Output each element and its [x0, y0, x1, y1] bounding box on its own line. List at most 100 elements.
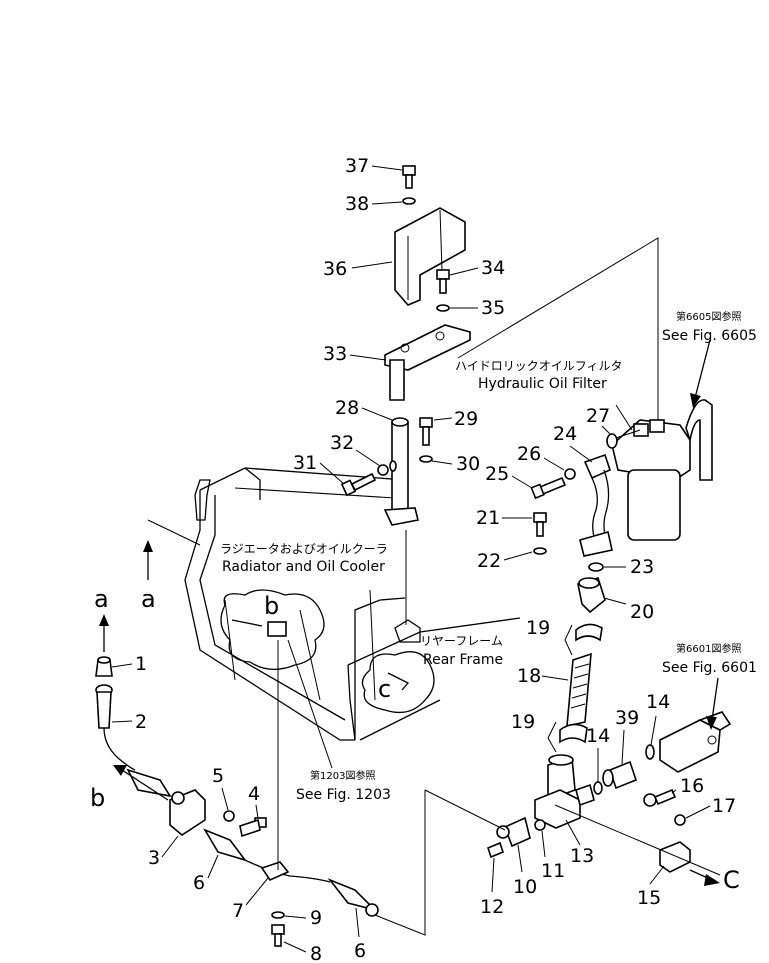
- connection-b-circle: b: [264, 592, 279, 620]
- part-label: 36: [323, 258, 347, 280]
- block-13: [534, 754, 581, 829]
- part-label: 16: [680, 775, 704, 797]
- bolt-21: [533, 512, 547, 537]
- oring-23: [588, 562, 604, 572]
- hydraulic-oil-filter: [611, 399, 713, 541]
- part-label: 37: [345, 155, 369, 177]
- part-label: 25: [485, 463, 509, 485]
- elbow-20: [577, 577, 606, 614]
- connection-b-left: b: [90, 784, 105, 812]
- part-label: 17: [712, 795, 736, 817]
- fitting-14-right: [575, 781, 603, 807]
- bolt-25: [530, 476, 567, 500]
- part-label: 18: [517, 665, 541, 687]
- part-label: 34: [481, 257, 505, 279]
- part-number-labels: 1 2 3 4 5 6 6 7 8 9 10 11 12 13 14 14 15…: [111, 155, 736, 963]
- pipe-28: [383, 417, 419, 526]
- part-label: 1: [135, 653, 147, 675]
- part-label: 2: [135, 711, 147, 733]
- part-label: 11: [541, 860, 565, 882]
- oring-14: [645, 744, 655, 760]
- fitting-39: [602, 760, 637, 790]
- arrows: [99, 339, 720, 886]
- fig-6601-ref-en: See Fig. 6601: [662, 660, 757, 676]
- hose-2: [95, 684, 136, 771]
- bracket-15: [659, 841, 691, 873]
- rear-frame-label-en: Rear Frame: [423, 652, 503, 668]
- bolt-4: [239, 817, 267, 838]
- part-label: 14: [586, 725, 610, 747]
- connection-c-circle: c: [378, 675, 391, 703]
- fig-1203-ref-en: See Fig. 1203: [296, 787, 391, 803]
- part-label: 22: [477, 550, 501, 572]
- valve-6601: [659, 711, 732, 773]
- part-label: 30: [456, 453, 480, 475]
- fig-6605-ref-en: See Fig. 6605: [662, 328, 757, 344]
- hose-6-right: [327, 878, 379, 917]
- plug-12: [487, 841, 504, 859]
- part-label: 13: [570, 845, 594, 867]
- radiator-label-jp: ラジエータおよびオイルクーラ: [220, 542, 388, 556]
- bolt-16: [643, 788, 677, 807]
- part-label: 19: [511, 711, 535, 733]
- rear-frame: [347, 617, 521, 741]
- fig-1203-ref-jp: 第1203図参照: [310, 769, 375, 782]
- washer-30: [419, 455, 433, 463]
- part-label: 6: [354, 940, 366, 962]
- oring-11: [534, 819, 546, 831]
- hose-end-2: [126, 768, 172, 798]
- fitting-1: [95, 656, 113, 677]
- connection-a-left: a: [141, 585, 156, 613]
- part-label: 21: [476, 507, 500, 529]
- bolt-29: [419, 417, 433, 446]
- clamp-19-upper: [575, 623, 603, 642]
- washer-38: [402, 197, 416, 205]
- part-label: 3: [148, 847, 160, 869]
- connection-c-right: C: [723, 866, 740, 894]
- rear-frame-label-jp: リヤーフレーム: [420, 634, 503, 648]
- fitting-10: [496, 816, 531, 848]
- part-label: 26: [517, 443, 541, 465]
- hose-6-left: [203, 828, 331, 883]
- part-label: 6: [193, 872, 205, 894]
- hose-24: [579, 453, 613, 557]
- washer-35: [436, 304, 450, 312]
- part-label: 7: [232, 900, 244, 922]
- fig-6605-ref-jp: 第6605図参照: [676, 310, 741, 323]
- part-label: 33: [323, 343, 347, 365]
- bolt-37: [402, 165, 416, 189]
- part-label: 10: [513, 876, 537, 898]
- nut-32: [377, 464, 389, 476]
- fig-6601-ref-jp: 第6601図参照: [676, 642, 741, 655]
- part-label: 14: [646, 691, 670, 713]
- part-label: 5: [212, 765, 224, 787]
- block-3: [169, 789, 206, 836]
- part-label: 38: [345, 193, 369, 215]
- washer-26: [564, 468, 576, 480]
- part-label: 29: [454, 408, 478, 430]
- washer-5: [223, 810, 235, 822]
- part-label: 32: [330, 432, 354, 454]
- oring-27: [606, 433, 618, 449]
- callout-labels: ハイドロリックオイルフィルタ Hydraulic Oil Filter ラジエー…: [220, 359, 623, 668]
- part-label: 31: [293, 452, 317, 474]
- part-label: 24: [553, 423, 577, 445]
- radiator-label-en: Radiator and Oil Cooler: [222, 559, 385, 575]
- part-label: 20: [630, 601, 654, 623]
- clamp-19-lower: [559, 723, 588, 744]
- hydraulic-filter-label-en: Hydraulic Oil Filter: [478, 376, 607, 392]
- radiator-oil-cooler: [184, 467, 406, 741]
- part-label: 12: [480, 896, 504, 918]
- part-label: 39: [615, 707, 639, 729]
- part-label: 4: [248, 783, 260, 805]
- leader-lines: [147, 237, 721, 936]
- part-label: 27: [586, 405, 610, 427]
- clamp-7: [260, 861, 290, 882]
- bolt-31: [340, 472, 377, 497]
- bolt-8: [271, 924, 285, 947]
- guard-36: [394, 207, 466, 306]
- part-label: 28: [335, 397, 359, 419]
- washer-9: [271, 911, 285, 919]
- part-label: 9: [310, 907, 322, 929]
